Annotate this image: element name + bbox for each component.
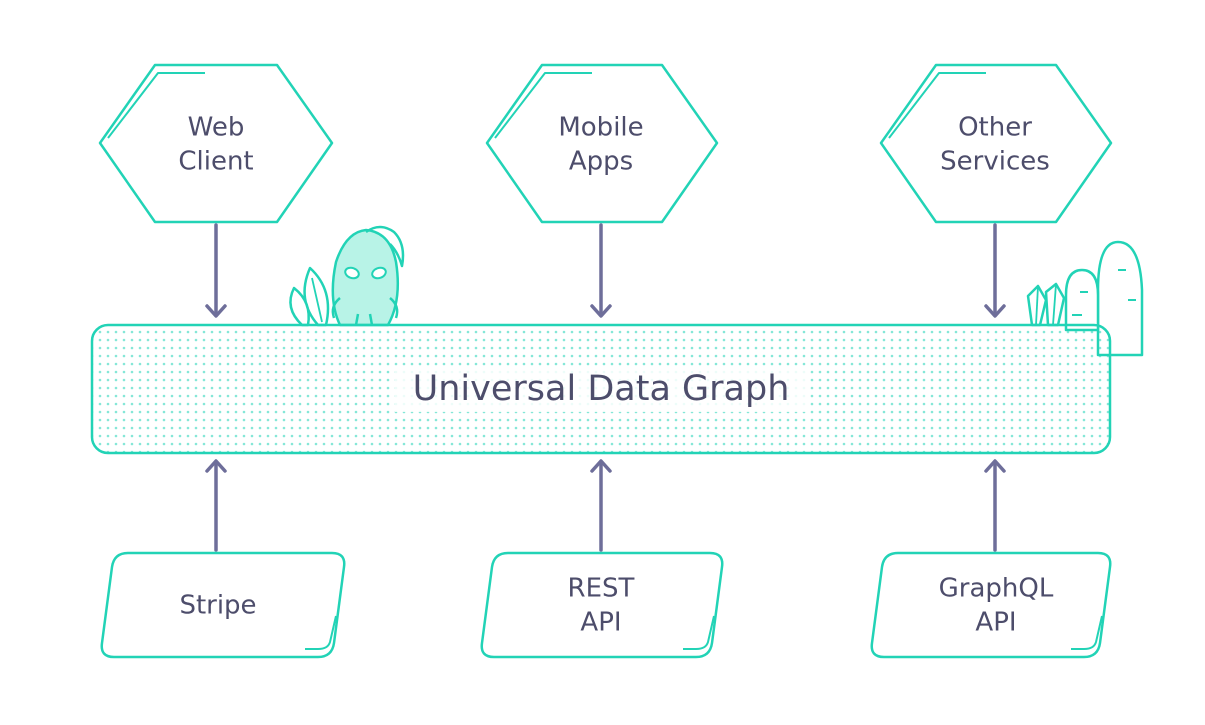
parallelogram-accent-line [305,615,337,650]
parallelogram-accent-line [1071,615,1103,650]
graph-label: Universal Data Graph [413,369,790,409]
parallelogram-shape [100,551,346,659]
consumer-node-other-services: Other Services [879,63,1113,224]
parallelogram-shape [480,551,724,659]
source-node-stripe: Stripe [100,551,346,659]
arrow-up-rest-api [590,459,612,552]
graph-label-backdrop [395,368,807,412]
hexagon-accent-line [494,72,592,139]
alien-mascot-with-leaves-icon [289,225,405,327]
source-label-line2: API [975,608,1016,638]
consumer-label-line2: Services [940,147,1050,177]
arrow-down-mobile-apps [590,223,612,318]
hexagon-accent-line [888,72,986,139]
universal-data-graph: Universal Data Graph [90,323,1112,455]
parallelogram-accent-line [683,615,715,650]
hexagon-accent-line [107,72,205,139]
consumer-label-line2: Client [178,147,253,177]
consumer-label-line1: Web [188,113,245,143]
consumer-label-line2: Apps [569,147,633,177]
arrow-up-stripe [205,459,227,552]
arrow-down-web-client [205,223,227,318]
crystals-and-cactus-icon [1026,240,1144,357]
source-label-line1: Stripe [179,591,256,621]
source-label-line1: REST [568,574,635,604]
arrow-up-graphql-api [984,459,1006,552]
consumer-label-line1: Mobile [558,113,643,143]
arrow-down-other-services [984,223,1006,318]
consumer-node-web-client: Web Client [98,63,334,224]
source-node-graphql-api: GraphQL API [870,551,1112,659]
hexagon-shape [98,63,334,224]
hexagon-shape [879,63,1113,224]
parallelogram-shape [870,551,1112,659]
source-label-line1: GraphQL [939,574,1054,604]
source-node-rest-api: REST API [480,551,724,659]
source-label-line2: API [580,608,621,638]
hexagon-shape [485,63,719,224]
consumer-label-line1: Other [958,113,1032,143]
consumer-node-mobile-apps: Mobile Apps [485,63,719,224]
